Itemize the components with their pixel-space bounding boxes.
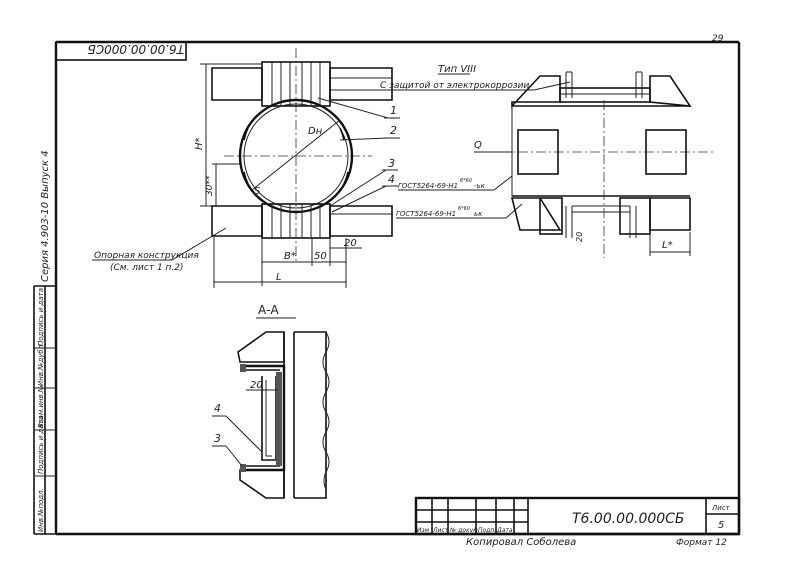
section-a-a: А-А 20 4 3 xyxy=(212,303,330,499)
rotated-code: Т6.00.00.000СБ xyxy=(88,42,184,56)
dim-50: 50 xyxy=(314,251,327,262)
gost-top-sup: 6*60 xyxy=(460,178,472,184)
title-block: Изм Лист № докум. Подп. Дата Т6.00.00.00… xyxy=(414,496,741,536)
dim-B: B* xyxy=(284,251,296,262)
support-note-2: (См. лист 1 п.2) xyxy=(110,263,184,273)
rotated-code-box: Т6.00.00.000СБ xyxy=(55,41,187,61)
dim-L: L xyxy=(276,272,282,283)
title-code: Т6.00.00.000СБ xyxy=(572,511,685,527)
dim-Dn: Dн xyxy=(308,126,323,137)
tb-header-date: Дата xyxy=(496,527,513,534)
tb-header-izm: Изм xyxy=(417,527,430,534)
tb-header-list: Лист xyxy=(432,527,449,534)
sheet-label: Лист xyxy=(711,504,731,512)
side-series-text: Серия 4.903-10 Выпуск 4 xyxy=(40,150,51,282)
left-stamp-strip: Инв.№подл. Подпись и дата Взам.инв.№ Инв… xyxy=(33,285,56,535)
stamp-inv-dubl: Инв.№дубл. xyxy=(37,343,45,386)
stamp-podpis-1: Подпись и дата xyxy=(37,416,45,474)
tb-header-podp: Подп. xyxy=(478,527,496,534)
gost-top-tail: -ьк xyxy=(474,182,486,190)
stamp-vzam: Взам.инв.№ xyxy=(37,385,45,428)
dim-S: S xyxy=(254,186,261,197)
dim-20: 20 xyxy=(344,238,357,249)
dim-Q: Q xyxy=(474,140,482,151)
gost-bottom-sup: 6*60 xyxy=(458,206,470,212)
stamp-inv-podl: Инв.№подл. xyxy=(37,488,45,532)
drawing-frame xyxy=(54,40,741,536)
callout-2: 2 xyxy=(390,124,397,137)
gost-bottom: ГОСТ5264-69-Н1 xyxy=(396,210,456,218)
callout-3: 3 xyxy=(388,157,395,170)
section-callout-3: 3 xyxy=(214,432,221,445)
format-label: Формат 12 xyxy=(676,538,727,548)
section-callout-4: 4 xyxy=(214,402,221,415)
dim-H: H* xyxy=(194,137,205,150)
gost-bottom-tail: ьк xyxy=(474,210,483,218)
plan-view: Тип VIII С защитой от электрокоррозии Q xyxy=(380,64,716,258)
type-caption: С защитой от электрокоррозии xyxy=(380,81,529,91)
main-view: H* 30** Dн S B* 50 20 L 1 2 3 4 xyxy=(92,48,400,288)
dim-20-plan: 20 xyxy=(575,232,584,242)
callout-1: 1 xyxy=(390,104,397,117)
dim-30: 30** xyxy=(205,175,215,196)
gost-top: ГОСТ5264-69-Н1 xyxy=(398,182,458,190)
dim-Lstar: L* xyxy=(662,240,673,251)
section-dim-20: 20 xyxy=(250,380,263,391)
copied-by: Копировал Соболева xyxy=(466,536,576,548)
type-label: Тип VIII xyxy=(438,64,476,75)
stamp-podpis-2: Подпись и дата xyxy=(37,288,45,346)
sheet-value: 5 xyxy=(718,520,724,531)
tb-header-doc: № докум. xyxy=(449,527,480,534)
callout-4: 4 xyxy=(388,173,395,186)
sheet-number-top: 29 xyxy=(712,34,724,44)
section-label: А-А xyxy=(258,303,280,317)
support-note-1: Опорная конструкция xyxy=(94,251,199,261)
